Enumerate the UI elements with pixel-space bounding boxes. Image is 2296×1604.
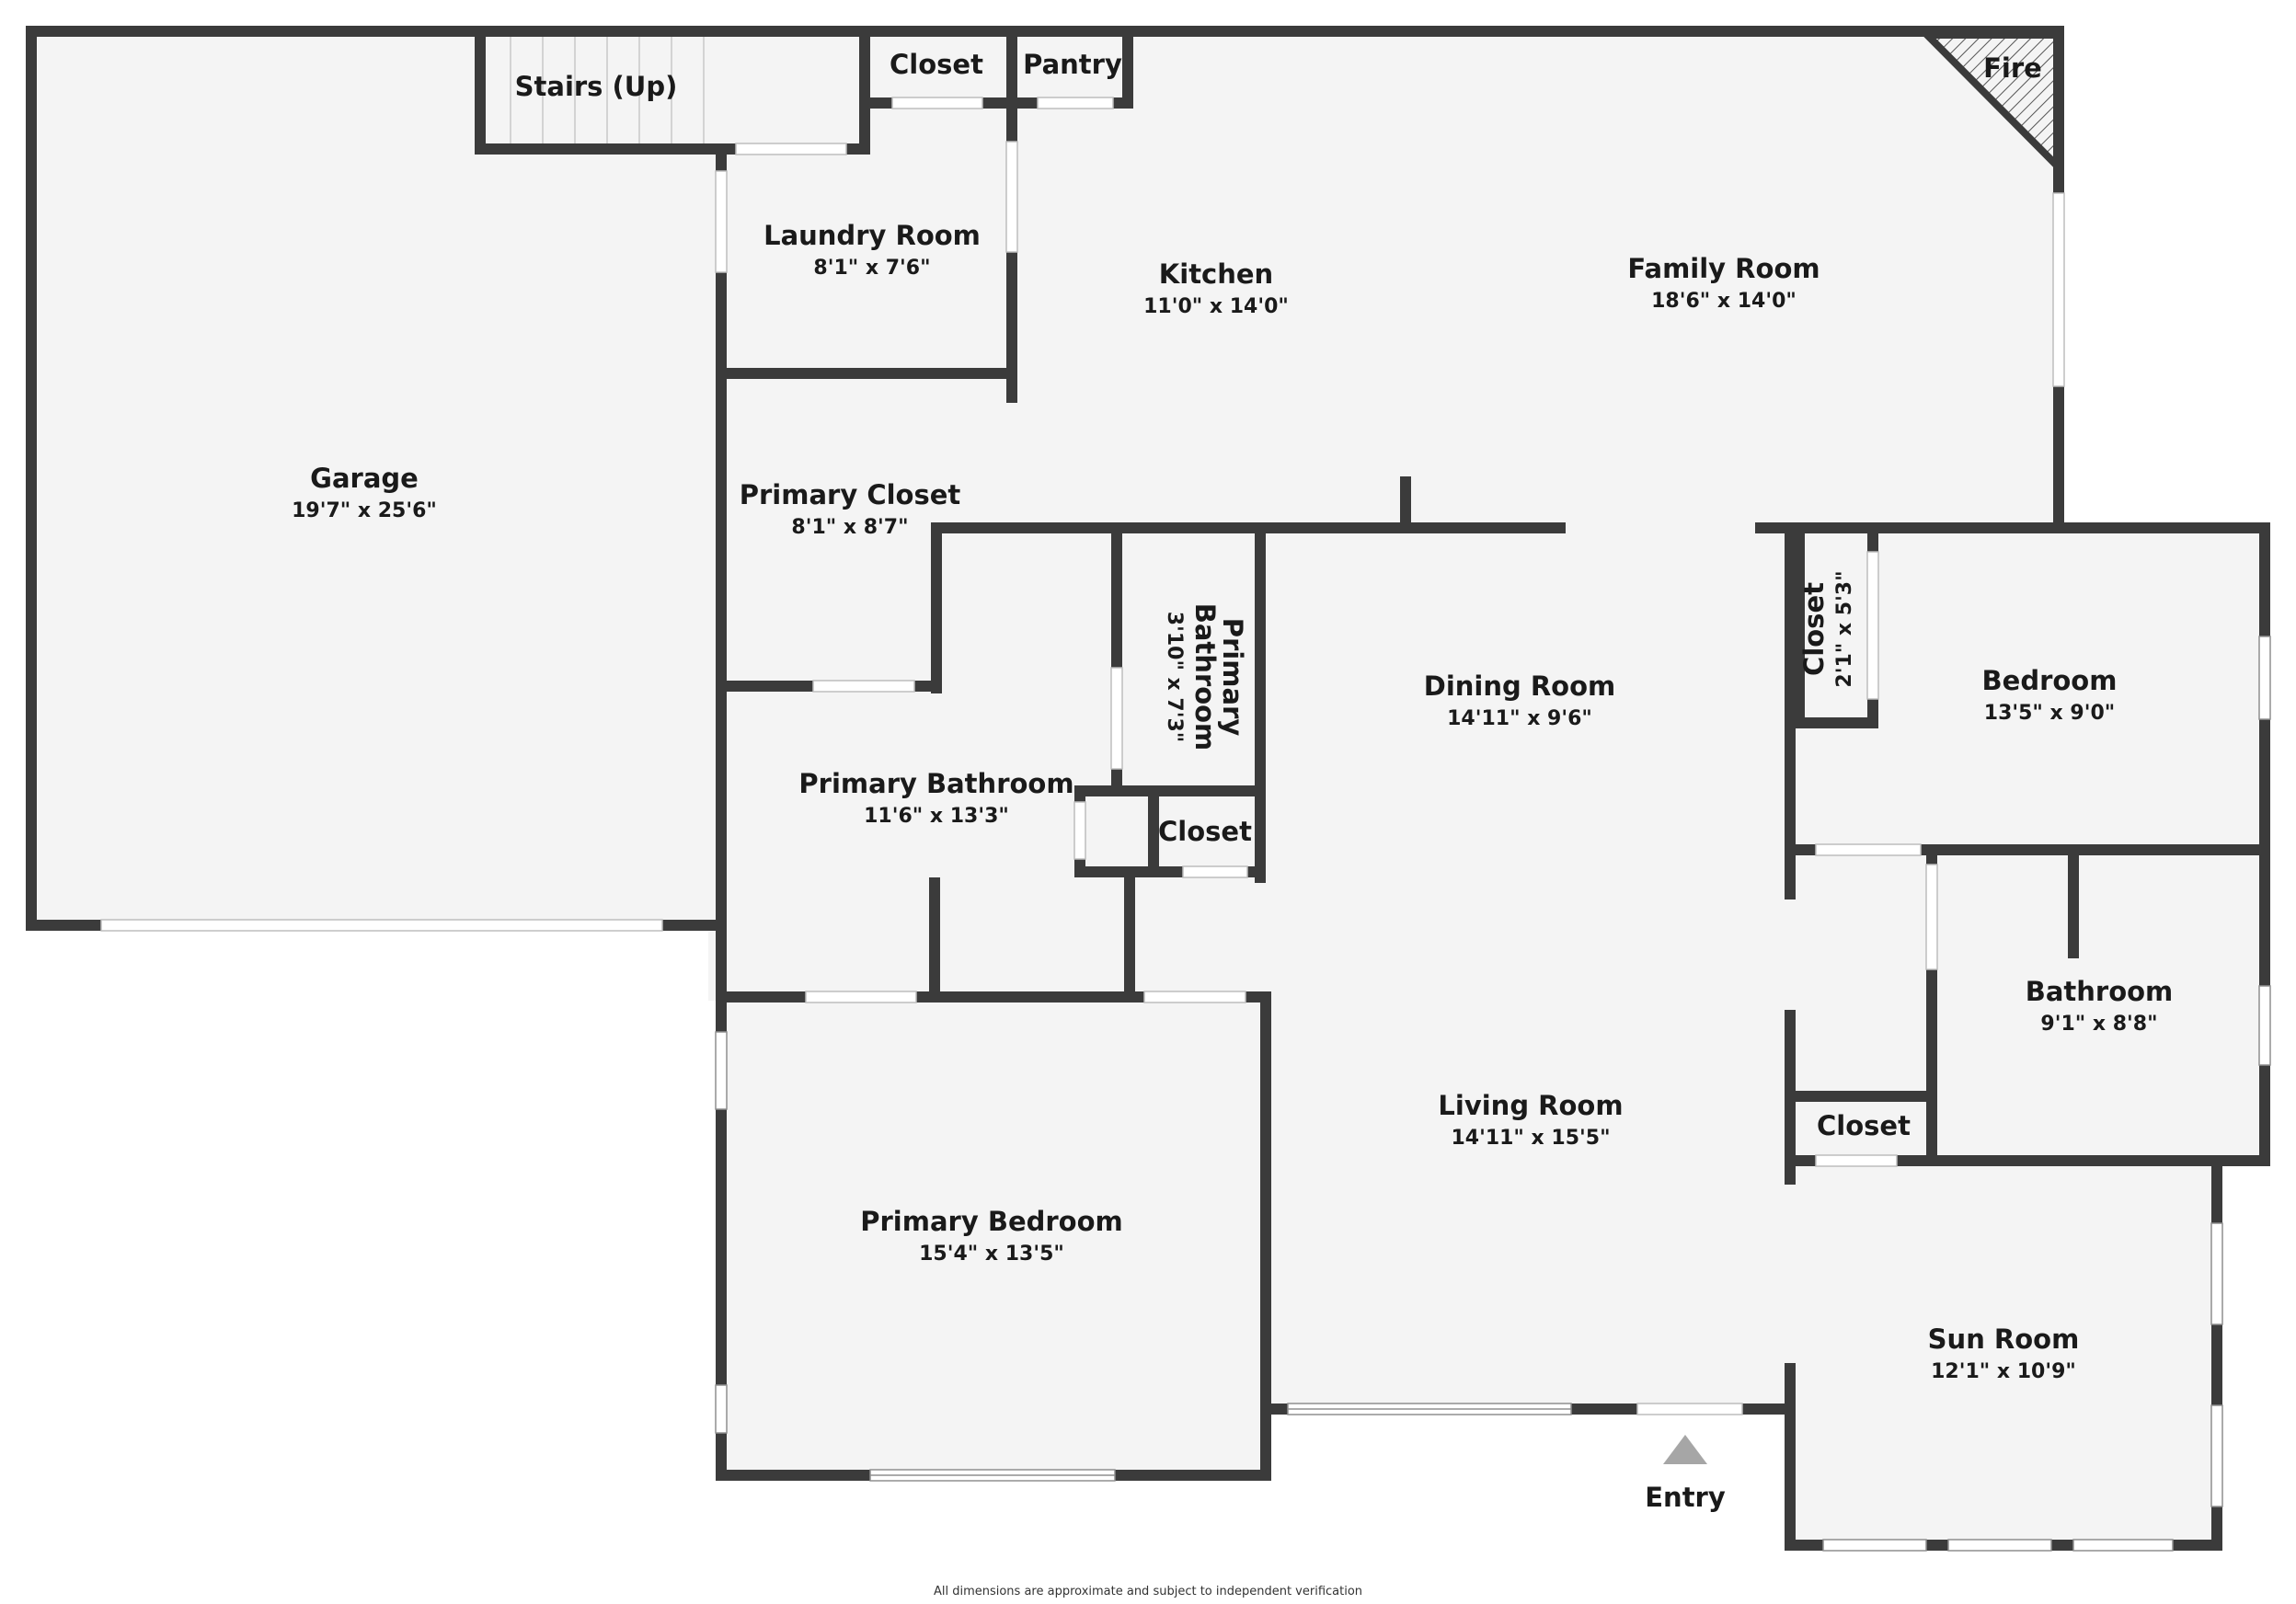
primary-bath-dim: 11'6" x 13'3" [864,805,1009,828]
family-name: Family Room [1627,253,1820,284]
bed-closet-label: Closet 2'1" x 5'3" [1798,570,1856,687]
primary-closet-dim: 8'1" x 8'7" [791,516,908,539]
primary-bath2-label: Primary Bathroom 3'10" x 7'3" [1163,603,1248,751]
sun-dim: 12'1" x 10'9" [1931,1360,2076,1383]
living-dim: 14'11" x 15'5" [1451,1127,1610,1150]
doors [100,97,2065,1415]
closet-top-label: Closet [890,49,983,80]
closet-hall-label: Closet [1817,1110,1911,1141]
dining-dim: 14'11" x 9'6" [1447,707,1592,730]
dining-name: Dining Room [1424,670,1616,702]
primary-bath2-name2: Bathroom [1189,603,1221,751]
laundry-name: Laundry Room [763,220,981,251]
primary-bath2-name1: Primary [1217,618,1248,737]
stairs-label: Stairs (Up) [515,71,678,102]
closet-bath-label: Closet [1158,816,1252,847]
bedroom-name: Bedroom [1982,665,2118,696]
stairs-treads [510,35,705,147]
windows [715,636,2271,1552]
primary-bed-dim: 15'4" x 13'5" [919,1243,1064,1266]
garage-dim: 19'7" x 25'6" [292,499,437,522]
garage-name: Garage [310,463,419,494]
laundry-dim: 8'1" x 7'6" [813,257,930,280]
primary-bath2-dim: 3'10" x 7'3" [1163,612,1186,742]
primary-bed-name: Primary Bedroom [860,1206,1122,1237]
sun-name: Sun Room [1928,1323,2080,1355]
bed-closet-dim: 2'1" x 5'3" [1833,570,1856,687]
primary-closet-name: Primary Closet [740,479,961,510]
bathroom-name: Bathroom [2026,976,2174,1007]
bedroom-dim: 13'5" x 9'0" [1984,702,2115,725]
pantry-label: Pantry [1023,49,1122,80]
entry-arrow-icon [1663,1435,1707,1464]
disclaimer: All dimensions are approximate and subje… [934,1585,1362,1598]
kitchen-dim: 11'0" x 14'0" [1143,295,1289,318]
room-labels: Garage 19'7" x 25'6" Laundry Room 8'1" x… [292,49,2173,1598]
entry-label: Entry [1645,1482,1726,1513]
primary-bath-name: Primary Bathroom [798,768,1073,799]
family-dim: 18'6" x 14'0" [1651,290,1797,313]
fire-label: Fire [1983,52,2042,84]
living-name: Living Room [1438,1090,1623,1121]
bathroom-dim: 9'1" x 8'8" [2040,1013,2157,1036]
bed-closet-name: Closet [1798,582,1830,676]
kitchen-name: Kitchen [1159,258,1273,290]
